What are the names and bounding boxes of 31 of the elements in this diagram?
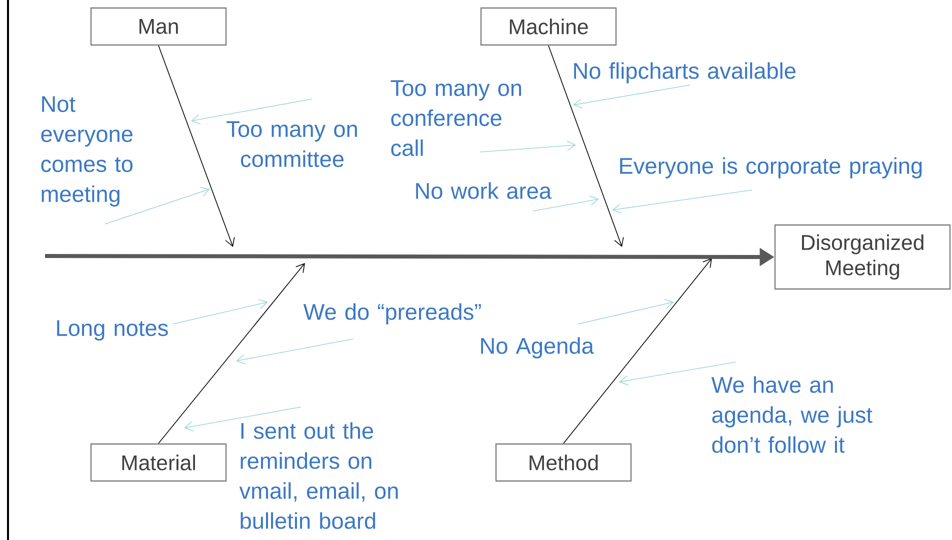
cause-text: No work area	[416, 182, 552, 199]
cause-text: I sent out the reminders on vmail, email, on bulletin board	[239, 422, 398, 529]
bone-arrow	[158, 45, 235, 247]
cause-text: No flipcharts available	[574, 62, 796, 84]
leader-arrow	[573, 84, 690, 109]
cause-text: We do “prereads”	[303, 303, 481, 324]
leader-arrow	[236, 338, 354, 364]
cause-text: Not everyone comes to meeting	[41, 96, 133, 207]
bone-arrow	[548, 45, 624, 247]
cause-text: Too many on committee	[226, 121, 357, 168]
category-box: Material	[90, 443, 227, 482]
leader-arrow	[619, 362, 736, 386]
category-box: Machine	[480, 7, 617, 46]
leader-arrow	[532, 196, 599, 212]
cause-text: Too many on conference call	[390, 80, 522, 156]
category-box: Method	[495, 443, 632, 482]
leader-arrow	[480, 140, 576, 152]
leader-arrow	[578, 299, 674, 324]
category-box: Man	[90, 7, 227, 46]
bone-arrow	[158, 263, 305, 444]
effect-box: Disorganized Meeting	[774, 224, 951, 290]
leader-arrow	[104, 186, 210, 224]
cause-text: Long notes	[57, 320, 168, 341]
leader-arrow	[184, 406, 302, 432]
leader-arrow	[191, 98, 312, 124]
leader-arrow	[612, 190, 752, 214]
cause-text: No Agenda	[481, 337, 594, 358]
cause-text: We have an agenda, we just don’t follow it	[711, 376, 872, 453]
cause-text: Everyone is corporate praying	[620, 157, 922, 178]
bone-arrow	[563, 258, 712, 444]
leader-arrow	[172, 299, 268, 324]
